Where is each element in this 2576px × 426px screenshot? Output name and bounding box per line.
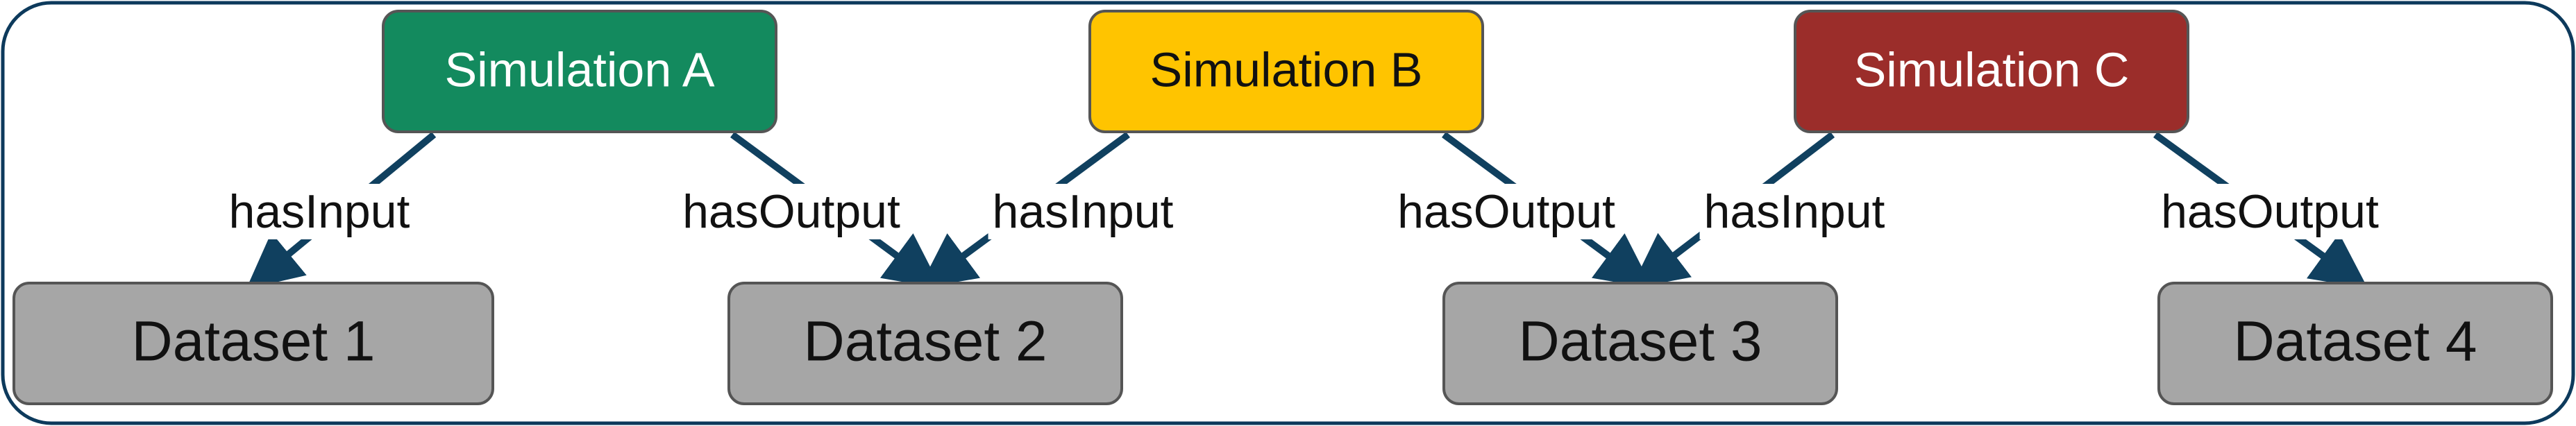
edge-label-hasoutput: hasOutput [2161, 185, 2379, 238]
simulation-label-c: Simulation C [1854, 42, 2130, 96]
edge-label-hasinput: hasInput [229, 185, 410, 238]
dataset-node-1[interactable]: Dataset 1 [12, 282, 494, 405]
edge-label-background [2157, 183, 2383, 239]
simulation-box-b [1088, 10, 1484, 133]
dataset-box-1 [12, 282, 494, 405]
edge-label-background [678, 183, 904, 239]
dataset-box-4 [2157, 282, 2553, 405]
dataset-label-3: Dataset 3 [1519, 310, 1762, 373]
dataset-node-2[interactable]: Dataset 2 [727, 282, 1123, 405]
simulation-box-c [1794, 10, 2189, 133]
edge-label-background [224, 183, 414, 239]
edge-labels-layer: hasInput hasOutput hasInput hasOutput hasInp… [224, 183, 2383, 239]
dataset-label-4: Dataset 4 [2234, 310, 2477, 373]
edge-label-hasinput: hasInput [1704, 185, 1885, 238]
edge-label-hasoutput: hasOutput [682, 185, 900, 238]
edge-label-background [1393, 183, 1619, 239]
dataset-box-3 [1442, 282, 1838, 405]
edge-label-background [988, 183, 1178, 239]
simulation-node-b[interactable]: Simulation B [1088, 10, 1484, 133]
dataset-box-2 [727, 282, 1123, 405]
dataset-label-1: Dataset 1 [132, 310, 376, 373]
simulation-node-a[interactable]: Simulation A [382, 10, 777, 133]
simulation-label-b: Simulation B [1150, 42, 1423, 96]
simulation-label-a: Simulation A [444, 42, 714, 96]
edge-label-hasoutput: hasOutput [1397, 185, 1615, 238]
simulation-box-a [382, 10, 777, 133]
edge-label-hasinput: hasInput [993, 185, 1174, 238]
dataset-label-2: Dataset 2 [804, 310, 1047, 373]
simulation-node-c[interactable]: Simulation C [1794, 10, 2189, 133]
edge-label-background [1699, 183, 1889, 239]
dataset-node-3[interactable]: Dataset 3 [1442, 282, 1838, 405]
dataset-node-4[interactable]: Dataset 4 [2157, 282, 2553, 405]
